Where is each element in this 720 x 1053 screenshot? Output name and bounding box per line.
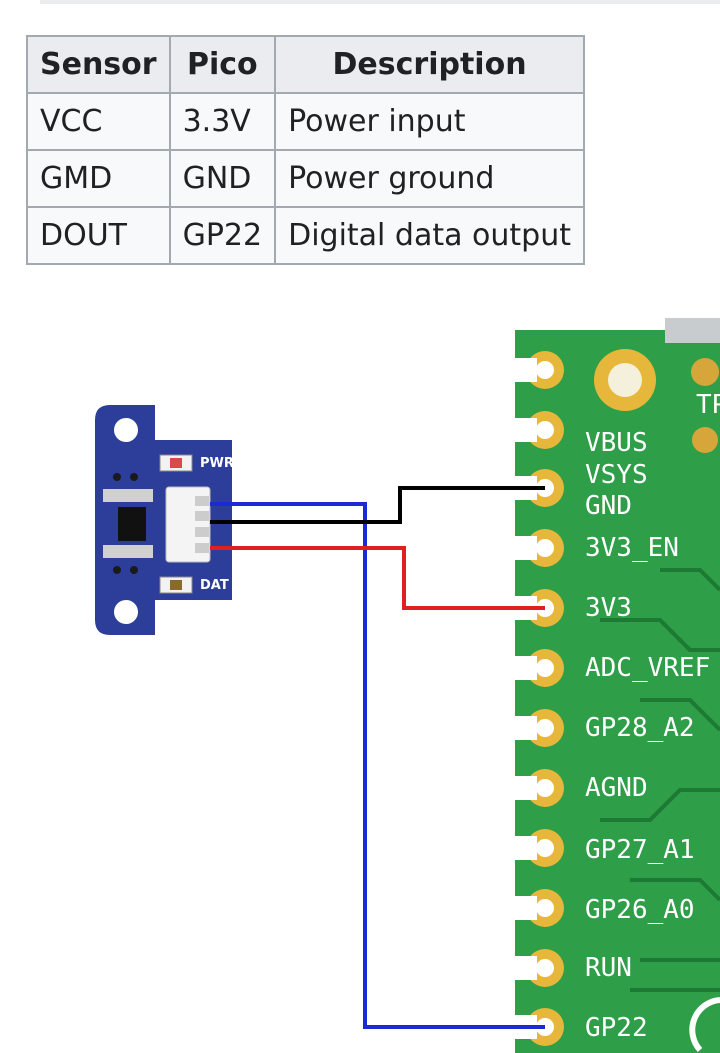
top-divider xyxy=(40,0,720,4)
cell-description: Digital data output xyxy=(274,206,585,265)
cell-sensor: GMD xyxy=(26,149,171,208)
pin-label: 3V3_EN xyxy=(585,533,679,563)
pwr-label: PWR xyxy=(200,456,234,471)
pin-label: GP26_A0 xyxy=(585,895,695,925)
header-sensor: Sensor xyxy=(26,35,171,94)
dat-label: DAT xyxy=(200,578,229,593)
table-row: VCC 3.3V Power input xyxy=(26,92,585,151)
tp-label: TP xyxy=(696,390,720,420)
tp-pad-icon xyxy=(691,358,719,386)
pin-label: RUN xyxy=(585,953,632,983)
pin-label: ADC_VREF xyxy=(585,653,710,683)
wire-gnd xyxy=(210,486,545,524)
cell-sensor: VCC xyxy=(26,92,171,151)
wires xyxy=(210,486,545,1029)
sensor-board: PWR DAT xyxy=(95,405,234,635)
wire-gp22 xyxy=(210,502,545,1029)
wire-3v3 xyxy=(210,546,545,610)
pin-label: GND xyxy=(585,491,632,521)
mount-hole-icon xyxy=(114,418,138,442)
pin-label: AGND xyxy=(585,773,648,803)
pin-label: 3V3 xyxy=(585,593,632,623)
table-row: DOUT GP22 Digital data output xyxy=(26,206,585,265)
cell-pico: GND xyxy=(168,149,277,208)
table-header-row: Sensor Pico Description xyxy=(26,35,585,94)
pin-label: GP28_A2 xyxy=(585,713,695,743)
pin-label: GP22 xyxy=(585,1013,648,1043)
cell-description: Power input xyxy=(274,92,585,151)
header-pico: Pico xyxy=(168,35,277,94)
pin-label: VBUS xyxy=(585,428,648,458)
pin-label: VSYS xyxy=(585,460,648,490)
pin-mapping-table: Sensor Pico Description VCC 3.3V Power i… xyxy=(26,35,585,265)
cell-pico: GP22 xyxy=(168,206,277,265)
cell-sensor: DOUT xyxy=(26,206,171,265)
sensor-chip-icon xyxy=(118,507,146,541)
table-row: GMD GND Power ground xyxy=(26,149,585,208)
pin-label: GP27_A1 xyxy=(585,835,695,865)
cell-pico: 3.3V xyxy=(168,92,277,151)
header-description: Description xyxy=(274,35,585,94)
mount-hole-icon xyxy=(114,600,138,624)
cell-description: Power ground xyxy=(274,149,585,208)
